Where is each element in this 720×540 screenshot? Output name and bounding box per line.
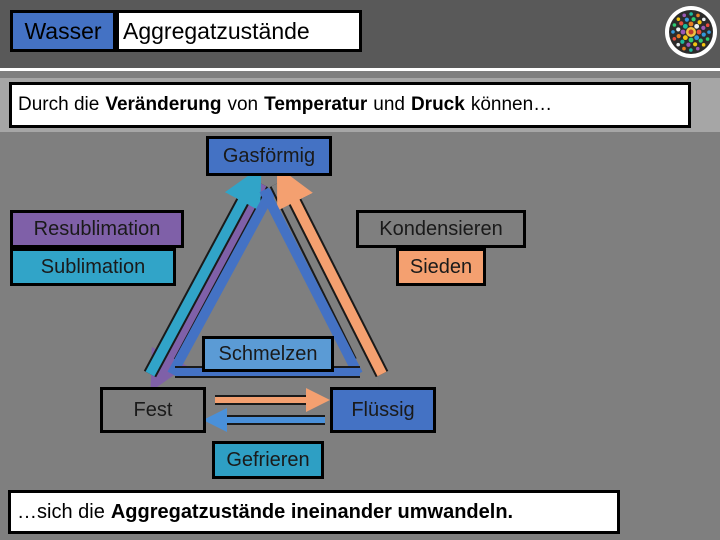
intro-segment: können… [470, 94, 553, 115]
intro-segment: von [227, 94, 259, 115]
intro-segment: Druck [410, 94, 465, 115]
sublimation-label: Sublimation [10, 248, 176, 286]
intro-segment: Temperatur [264, 94, 368, 115]
sieden-label: Sieden [396, 248, 486, 286]
resublimation-label: Resublimation [10, 210, 184, 248]
left-edge-arrows [143, 166, 277, 392]
liquid-state-label: Flüssig [330, 387, 436, 433]
schmelzen-label: Schmelzen [202, 336, 334, 372]
kondensieren-label: Kondensieren [356, 210, 526, 248]
right-edge-arrows [259, 166, 389, 392]
solid-state-label: Fest [100, 387, 206, 433]
title-word: Wasser [10, 10, 116, 52]
title-rest: Aggregatzustände [116, 10, 362, 52]
gefrieren-label: Gefrieren [212, 441, 324, 479]
header-divider [0, 68, 720, 71]
intro-segment: Durch die [18, 94, 100, 115]
intro-segment: und [373, 94, 405, 115]
outro-segment: Aggregatzustände ineinander umwandeln. [110, 500, 514, 523]
intro-segment: Veränderung [105, 94, 222, 115]
bottom-edge-arrows [175, 366, 360, 432]
mandala-logo-icon [665, 6, 717, 58]
outro-segment: …sich die [17, 500, 105, 523]
gas-state-label: Gasförmig [206, 136, 332, 176]
